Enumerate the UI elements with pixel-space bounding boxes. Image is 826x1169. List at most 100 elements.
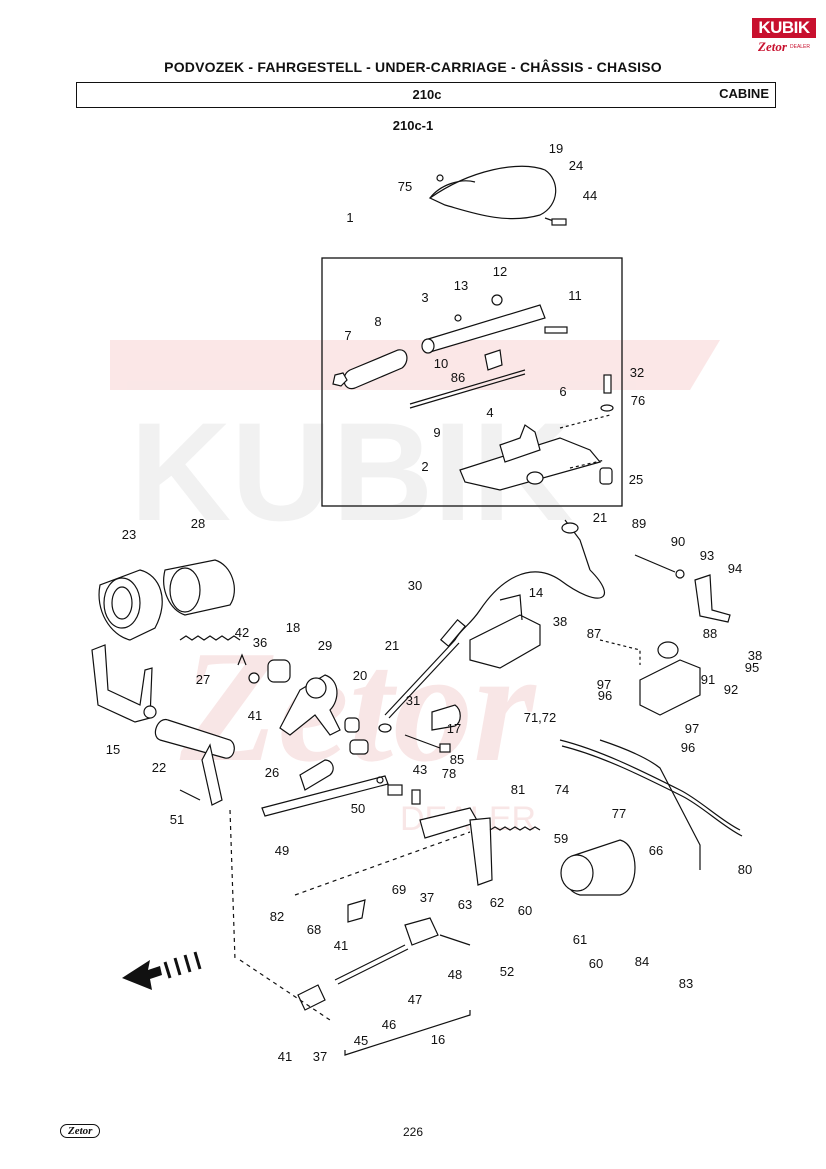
callout-label: 41 (278, 1049, 292, 1064)
callout-label: 61 (573, 932, 587, 947)
callout-label: 18 (286, 620, 300, 635)
callout-label: 24 (569, 158, 583, 173)
callout-label: 80 (738, 862, 752, 877)
figure-code: 210c-1 (392, 118, 434, 133)
callout-label: 66 (649, 843, 663, 858)
callout-label: 45 (354, 1033, 368, 1048)
callout-label: 17 (447, 721, 461, 736)
callout-label: 96 (681, 740, 695, 755)
section-header-box: 210c CABINE (76, 82, 776, 108)
callout-label: 43 (413, 762, 427, 777)
callout-label: 29 (318, 638, 332, 653)
callout-label: 69 (392, 882, 406, 897)
callout-label: 37 (420, 890, 434, 905)
callout-label: 48 (448, 967, 462, 982)
callout-label: 82 (270, 909, 284, 924)
callout-label: 21 (593, 510, 607, 525)
callout-label: 12 (493, 264, 507, 279)
callout-label: 89 (632, 516, 646, 531)
callout-label: 42 (235, 625, 249, 640)
callout-label: 60 (518, 903, 532, 918)
callout-label: 13 (454, 278, 468, 293)
callout-label: 92 (724, 682, 738, 697)
callout-label: 30 (408, 578, 422, 593)
callout-label: 83 (679, 976, 693, 991)
callout-label: 50 (351, 801, 365, 816)
callout-label: 3 (421, 290, 428, 305)
callout-label: 9 (433, 425, 440, 440)
callout-label: 22 (152, 760, 166, 775)
callout-label: 41 (248, 708, 262, 723)
logo-dealer-text: DEALER (790, 44, 811, 50)
diagram-linework (91, 165, 743, 1056)
direction-arrow (122, 951, 202, 990)
callout-label: 75 (398, 179, 412, 194)
callout-label: 86 (451, 370, 465, 385)
callout-label: 84 (635, 954, 649, 969)
callout-label: 47 (408, 992, 422, 1007)
callout-label: 28 (191, 516, 205, 531)
callout-label: 96 (598, 688, 612, 703)
callout-label: 91 (701, 672, 715, 687)
callout-label: 77 (612, 806, 626, 821)
callout-label: 93 (700, 548, 714, 563)
callout-label: 51 (170, 812, 184, 827)
callout-label: 68 (307, 922, 321, 937)
callout-label: 52 (500, 964, 514, 979)
callout-label: 88 (703, 626, 717, 641)
callout-label: 49 (275, 843, 289, 858)
callout-label: 32 (630, 365, 644, 380)
callout-label: 78 (442, 766, 456, 781)
callout-label: 15 (106, 742, 120, 757)
callout-label: 81 (511, 782, 525, 797)
callout-label: 76 (631, 393, 645, 408)
callout-label: 14 (529, 585, 543, 600)
callout-label: 21 (385, 638, 399, 653)
callout-label: 97 (685, 721, 699, 736)
callout-label: 31 (406, 693, 420, 708)
page-title: PODVOZEK - FAHRGESTELL - UNDER-CARRIAGE … (164, 59, 662, 75)
callout-label: 36 (253, 635, 267, 650)
callout-label: 8 (374, 314, 381, 329)
callout-label: 37 (313, 1049, 327, 1064)
callout-label: 44 (583, 188, 597, 203)
callout-label: 23 (122, 527, 136, 542)
callout-label: 27 (196, 672, 210, 687)
kubik-zetor-logo: KUBIK Zetor DEALER (752, 14, 816, 58)
callout-label: 20 (353, 668, 367, 683)
callout-label: 26 (265, 765, 279, 780)
callout-label: 62 (490, 895, 504, 910)
callout-label: 1 (346, 210, 353, 225)
callout-label: 59 (554, 831, 568, 846)
section-code: 210c (412, 87, 442, 102)
callout-label: 74 (555, 782, 569, 797)
callout-label: 4 (486, 405, 493, 420)
callout-label: 46 (382, 1017, 396, 1032)
footer-zetor-logo: Zetor (60, 1124, 101, 1138)
callout-label: 90 (671, 534, 685, 549)
logo-kubik-text: KUBIK (752, 18, 816, 38)
callout-label: 71,72 (524, 710, 557, 725)
callout-label: 25 (629, 472, 643, 487)
callout-label: 2 (421, 459, 428, 474)
callout-label: 85 (450, 752, 464, 767)
callout-label: 87 (587, 626, 601, 641)
callout-label: 94 (728, 561, 742, 576)
callout-label: 19 (549, 141, 563, 156)
callout-label: 6 (559, 384, 566, 399)
callout-label: 7 (344, 328, 351, 343)
callout-label: 38 (553, 614, 567, 629)
callout-label: 95 (745, 660, 759, 675)
callout-label: 63 (458, 897, 472, 912)
page-number: 226 (402, 1125, 424, 1139)
callout-label: 60 (589, 956, 603, 971)
callout-label: 38 (748, 648, 762, 663)
logo-zetor-text: Zetor (758, 39, 787, 54)
callout-label: 10 (434, 356, 448, 371)
callout-label: 16 (431, 1032, 445, 1047)
callout-label: 41 (334, 938, 348, 953)
callout-label: 97 (597, 677, 611, 692)
callout-label: 11 (568, 288, 582, 303)
